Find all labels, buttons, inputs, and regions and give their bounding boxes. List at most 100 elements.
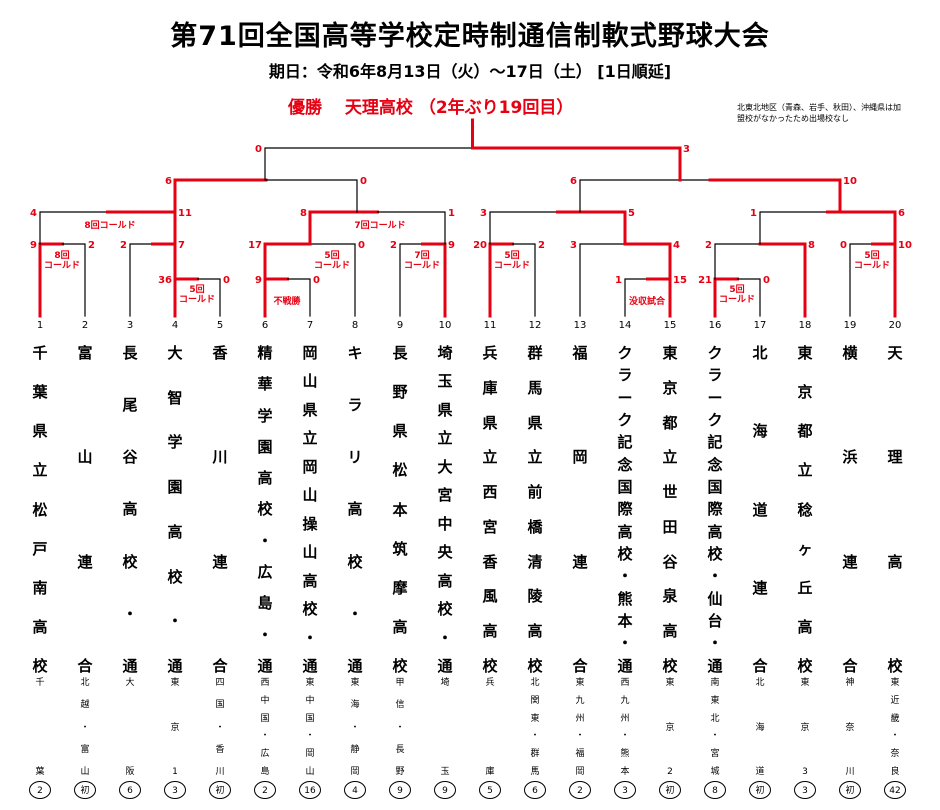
school-name: 岡山県立岡山操山高校・通	[302, 344, 318, 675]
match-score: 1	[615, 275, 622, 286]
bracket-line	[264, 147, 474, 181]
match-score: 0	[358, 240, 365, 251]
match-score: 2	[120, 240, 127, 251]
match-score: 3	[480, 208, 487, 219]
match-score: 0	[360, 176, 367, 187]
seed-number: 12	[528, 320, 542, 331]
bracket-line	[129, 243, 154, 317]
seed-number: 20	[888, 320, 902, 331]
forfeit-note: 没収試合	[629, 295, 666, 307]
bracket-line	[173, 178, 268, 214]
appearance-count: 3	[164, 781, 186, 799]
bracket-line	[265, 179, 358, 213]
school-name: 福岡連合	[572, 344, 588, 675]
match-score: 6	[898, 208, 905, 219]
bracket-line	[708, 178, 842, 214]
match-score: 6	[165, 176, 172, 187]
school-name: 兵庫県立西宮香風高校	[482, 344, 498, 675]
appearance-count: 2	[254, 781, 276, 799]
match-score: 8	[808, 240, 815, 251]
bracket-line	[61, 243, 86, 317]
bracket-line	[759, 211, 829, 245]
school-name: 大智学園高校・通	[167, 344, 183, 675]
bracket-line	[624, 278, 649, 317]
bracket-line	[309, 243, 356, 317]
school-name: クラーク記念国際高校・熊本・通	[617, 344, 633, 675]
appearance-count: 5	[479, 781, 501, 799]
bracket-line	[714, 243, 761, 280]
school-name: 天理高校	[887, 344, 903, 675]
appearance-count: 3	[794, 781, 816, 799]
match-score: 1	[448, 208, 455, 219]
match-score: 2	[538, 240, 545, 251]
absence-note: 北東北地区（青森、岩手、秋田）、沖縄県は加盟校がなかったため出場校なし	[737, 103, 901, 123]
seed-number: 16	[708, 320, 722, 331]
appearance-count: 初	[209, 781, 231, 799]
appearance-count: 9	[434, 781, 456, 799]
school-name: 東京都立世田谷泉高校	[662, 344, 678, 675]
match-score: 7	[178, 240, 185, 251]
region-label: 甲信・長野	[395, 678, 405, 777]
appearance-count: 初	[659, 781, 681, 799]
match-score: 4	[30, 208, 37, 219]
match-score: 0	[763, 275, 770, 286]
called-game-note: 7回コールド	[354, 220, 405, 231]
region-label: 北関東・群馬	[530, 678, 540, 777]
school-name: 長野県松本筑摩高校	[392, 344, 408, 675]
school-name: 横浜連合	[842, 344, 858, 675]
bracket-line	[826, 210, 897, 246]
school-name: 北海道連合	[752, 344, 768, 675]
called-game-note: 5回コールド	[179, 284, 215, 305]
champion-banner: 優勝 天理高校 （2年ぶり19回目）	[288, 98, 574, 118]
school-name: 長尾谷高校・通	[122, 344, 138, 675]
match-score: 1	[750, 208, 757, 219]
appearance-count: 3	[614, 781, 636, 799]
appearance-count: 初	[74, 781, 96, 799]
called-game-note: 5回コールド	[854, 250, 890, 271]
bracket-line	[399, 243, 424, 317]
match-score: 2	[705, 240, 712, 251]
appearance-count: 初	[839, 781, 861, 799]
match-score: 2	[390, 240, 397, 251]
bracket-line	[308, 210, 379, 246]
match-score: 21	[698, 275, 712, 286]
school-name: 精華学園高校・広島・通	[257, 344, 273, 675]
called-game-note: 8回コールド	[84, 220, 135, 231]
seed-number: 18	[798, 320, 812, 331]
bracket-line	[39, 211, 109, 245]
seed-number: 2	[81, 320, 89, 331]
seed-number: 11	[483, 320, 497, 331]
appearance-count: 9	[389, 781, 411, 799]
bracket-line	[623, 242, 672, 281]
match-score: 0	[255, 144, 262, 155]
appearance-count: 6	[119, 781, 141, 799]
appearance-count: 8	[704, 781, 726, 799]
match-score: 10	[843, 176, 857, 187]
region-label: 四国・香川	[215, 678, 225, 777]
called-game-note: 5回コールド	[719, 284, 755, 305]
seed-number: 1	[36, 320, 44, 331]
region-label: 東中国・岡山	[305, 678, 315, 777]
school-name: 千葉県立松戸南高校	[32, 344, 48, 675]
school-name: キラリ高校・通	[347, 344, 363, 675]
school-name: 富山連合	[77, 344, 93, 675]
match-score: 5	[628, 208, 635, 219]
appearance-count: 2	[29, 781, 51, 799]
region-label: 南東北・宮城	[710, 678, 720, 777]
called-game-note: 5回コールド	[494, 250, 530, 271]
bracket-line	[849, 243, 874, 317]
region-label: 北越・富山	[80, 678, 90, 777]
school-name: クラーク記念国際高校・仙台・通	[707, 344, 723, 675]
seed-number: 6	[261, 320, 269, 331]
bracket-line	[736, 278, 761, 317]
page-title: 第71回全国高等学校定時制通信制軟式野球大会	[170, 21, 770, 52]
called-game-note: 5回コールド	[314, 250, 350, 271]
bracket-line	[579, 243, 626, 317]
bracket-line	[196, 278, 221, 317]
school-name: 東京都立稔ヶ丘高校	[797, 344, 813, 675]
region-label: 埼玉	[440, 678, 450, 777]
match-score: 20	[473, 240, 487, 251]
